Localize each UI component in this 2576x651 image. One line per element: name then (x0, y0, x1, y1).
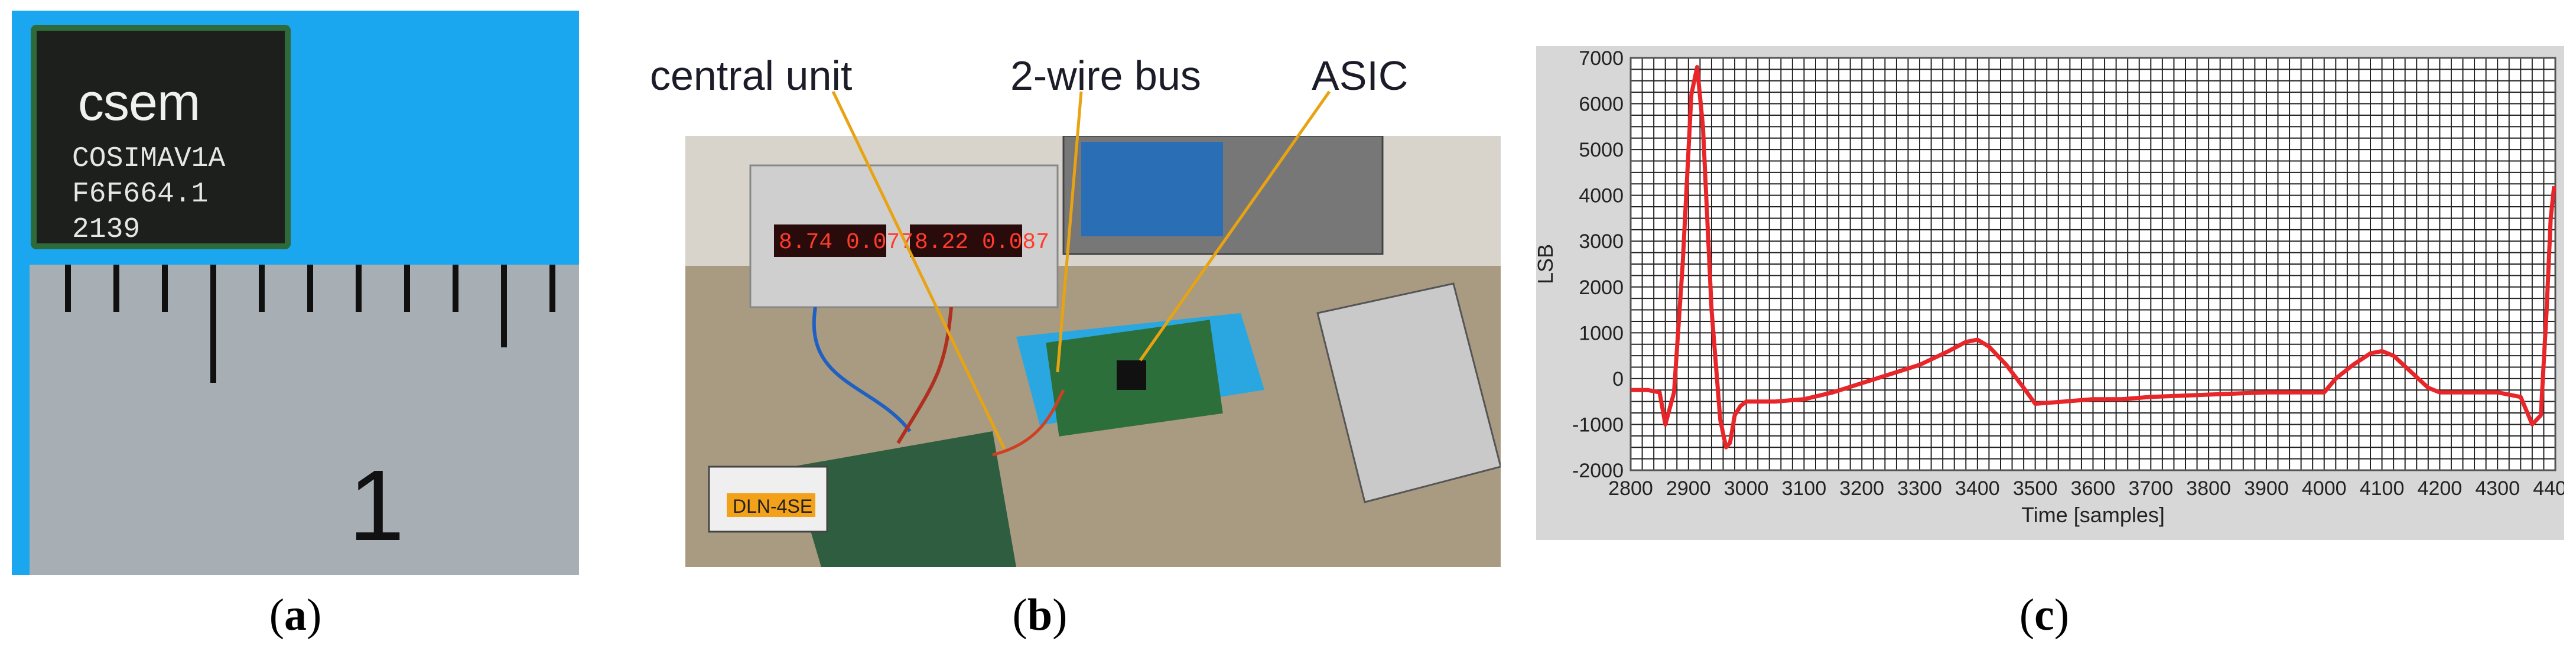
chip-line-2: F6F664.1 (72, 178, 209, 210)
x-tick-label: 3300 (1897, 477, 1942, 500)
chip-line-1: COSIMAV1A (72, 143, 226, 175)
series-line-0 (1631, 65, 2557, 450)
x-tick-label: 3400 (1955, 477, 2000, 500)
label-asic: ASIC (1312, 53, 1409, 99)
caption-a: (a) (269, 590, 322, 640)
ecg-line-chart: 2800 2900 3000 3100 3200 3300 3400 3500 3600 3700… (1533, 47, 2576, 527)
caption-b: (b) (1012, 590, 1068, 640)
asic-chip: csem COSIMAV1A F6F664.1 2139 (31, 25, 291, 249)
x-tick-label: 3200 (1839, 477, 1884, 500)
x-tick-label: 3700 (2128, 477, 2173, 500)
y-tick-label: 3000 (1579, 230, 1624, 253)
x-tick-label: 3600 (2071, 477, 2116, 500)
panel-b-photo: 8.74 0.077 8.22 0.087 DLN-4SE (685, 136, 1501, 567)
y-tick-label: 1000 (1579, 322, 1624, 344)
x-tick-label: 2900 (1666, 477, 1711, 500)
x-axis-label: Time [samples] (2021, 503, 2165, 527)
dongle-label: DLN-4SE (733, 496, 812, 517)
psu-display-left: 8.74 0.077 (779, 230, 913, 255)
x-tick-label: 3500 (2013, 477, 2058, 500)
x-tick-label: 3800 (2186, 477, 2231, 500)
panel-c-chart: 2800 2900 3000 3100 3200 3300 3400 3500 3600 3700… (1533, 46, 2576, 540)
y-tick-label: 0 (1612, 368, 1624, 390)
x-tick-label: 3900 (2244, 477, 2289, 500)
psu-display-right: 8.22 0.087 (915, 230, 1049, 255)
y-tick-label: 5000 (1579, 139, 1624, 161)
panel-a-photo: csem COSIMAV1A F6F664.1 2139 1 (12, 11, 579, 575)
x-tick-label: 4200 (2418, 477, 2463, 500)
y-tick-label: -1000 (1572, 414, 1624, 436)
x-tick-label: 4000 (2302, 477, 2347, 500)
ruler-number: 1 (349, 450, 405, 562)
plot-border (1629, 57, 2557, 471)
x-tick-label: 4100 (2360, 477, 2405, 500)
y-tick-label: 7000 (1579, 47, 1624, 70)
y-tick-label: 2000 (1579, 276, 1624, 299)
y-tick-label: -2000 (1572, 460, 1624, 482)
caption-c: (c) (2019, 590, 2070, 640)
label-central-unit: central unit (650, 53, 853, 99)
bench-setup-illustration: 8.74 0.077 8.22 0.087 DLN-4SE (685, 136, 1501, 567)
x-tick-label: 3100 (1782, 477, 1827, 500)
x-tick-label: 4400 (2533, 477, 2564, 500)
x-tick-label: 4300 (2475, 477, 2520, 500)
x-tick-label: 2800 (1608, 477, 1653, 500)
y-tick-label: 4000 (1579, 185, 1624, 207)
y-tick-label: 6000 (1579, 93, 1624, 116)
label-2-wire-bus: 2-wire bus (1010, 53, 1201, 99)
chip-logo: csem (78, 73, 200, 131)
chip-line-3: 2139 (72, 214, 141, 246)
ruler: 1 (30, 265, 579, 575)
x-tick-label: 3000 (1724, 477, 1769, 500)
y-axis-label: LSB (1536, 244, 1557, 284)
